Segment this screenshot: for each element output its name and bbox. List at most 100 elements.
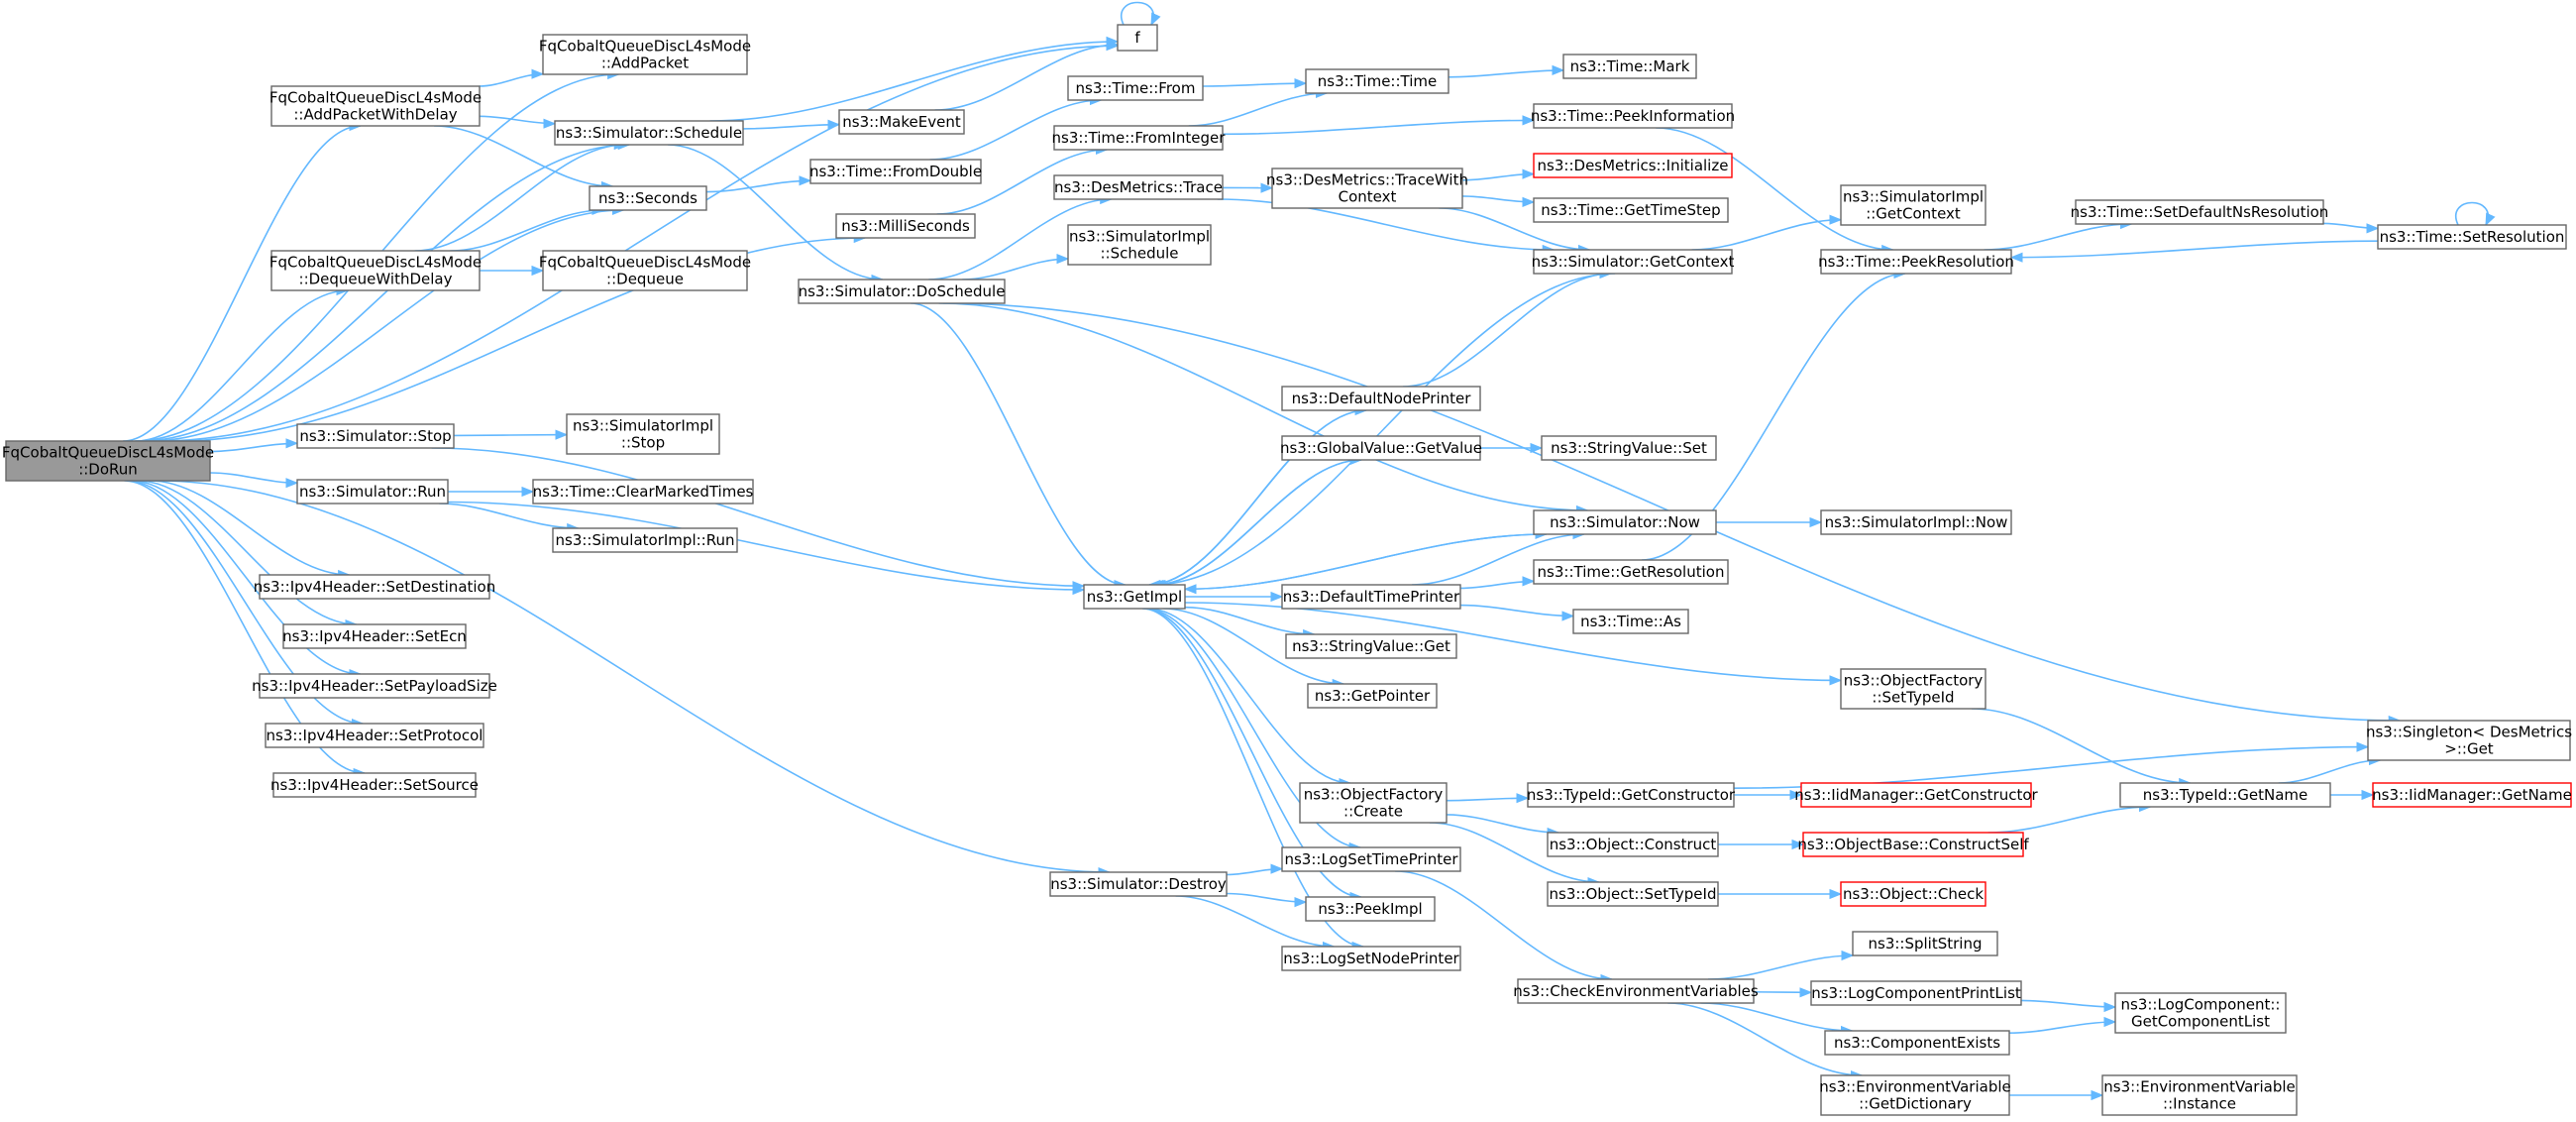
edge-logcomponentprintlist-to-getcomponentlist <box>2020 999 2117 1013</box>
node-dequeuewithdelay[interactable]: FqCobaltQueueDiscL4sMode::DequeueWithDel… <box>269 250 482 291</box>
node-stringvalueset[interactable]: ns3::StringValue::Set <box>1541 435 1717 461</box>
node-addpacket[interactable]: FqCobaltQueueDiscL4sMode::AddPacket <box>539 34 751 75</box>
node-box <box>1541 435 1717 461</box>
node-getdictionary[interactable]: ns3::EnvironmentVariable::GetDictionary <box>1819 1074 2011 1116</box>
node-defaultnodeprinter[interactable]: ns3::DefaultNodePrinter <box>1281 386 1481 411</box>
node-logcomponentprintlist[interactable]: ns3::LogComponentPrintList <box>1810 980 2022 1006</box>
node-timeas[interactable]: ns3::Time::As <box>1572 609 1689 634</box>
node-box <box>589 185 707 211</box>
node-label: ns3::Simulator::Run <box>299 483 446 501</box>
node-checkenv[interactable]: ns3::CheckEnvironmentVariables <box>1513 978 1759 1004</box>
node-schedule[interactable]: ns3::Simulator::Schedule <box>554 120 744 146</box>
node-setdefaultns[interactable]: ns3::Time::SetDefaultNsResolution <box>2071 199 2329 225</box>
node-label: ns3::Object::SetTypeId <box>1550 885 1717 903</box>
node-setresolution[interactable]: ns3::Time::SetResolution <box>2377 224 2567 250</box>
node-dequeue[interactable]: FqCobaltQueueDiscL4sMode::Dequeue <box>539 250 751 291</box>
node-getimpl[interactable]: ns3::GetImpl <box>1083 584 1186 610</box>
node-logsetnodeprinter[interactable]: ns3::LogSetNodePrinter <box>1281 946 1461 971</box>
node-dorun[interactable]: FqCobaltQueueDiscL4sMode::DoRun <box>2 440 214 482</box>
node-ipv4setpayload[interactable]: ns3::Ipv4Header::SetPayloadSize <box>252 673 497 699</box>
node-peekresolution[interactable]: ns3::Time::PeekResolution <box>1818 249 2014 275</box>
node-simrun[interactable]: ns3::Simulator::Run <box>296 479 449 505</box>
node-label: ns3::Seconds <box>598 189 698 207</box>
node-typeidgetname[interactable]: ns3::TypeId::GetName <box>2119 782 2331 808</box>
node-peekinformation[interactable]: ns3::Time::PeekInformation <box>1531 103 1735 129</box>
node-box <box>1852 931 1998 956</box>
node-label: ::Stop <box>621 434 665 452</box>
node-componentexists[interactable]: ns3::ComponentExists <box>1824 1030 2010 1056</box>
node-getresolution[interactable]: ns3::Time::GetResolution <box>1533 559 1729 585</box>
node-objectconstruct[interactable]: ns3::Object::Construct <box>1547 832 1719 857</box>
edge-getconstructor-to-singletonget <box>1733 741 2370 789</box>
node-gettimestep[interactable]: ns3::Time::GetTimeStep <box>1533 197 1729 223</box>
node-ipv4setdest[interactable]: ns3::Ipv4Header::SetDestination <box>254 574 496 600</box>
node-simstop[interactable]: ns3::Simulator::Stop <box>296 423 455 449</box>
node-stringvalueget[interactable]: ns3::StringValue::Get <box>1285 633 1457 659</box>
node-label: ns3::IidManager::GetConstructor <box>1794 786 2038 804</box>
node-getcontext[interactable]: ns3::Simulator::GetContext <box>1532 249 1735 275</box>
node-f[interactable]: f <box>1117 24 1158 52</box>
node-makeevent[interactable]: ns3::MakeEvent <box>838 109 965 135</box>
node-implrun[interactable]: ns3::SimulatorImpl::Run <box>552 527 738 553</box>
node-factorycreate[interactable]: ns3::ObjectFactory::Create <box>1299 782 1448 824</box>
node-box <box>1810 980 2022 1006</box>
node-objectsettypeid[interactable]: ns3::Object::SetTypeId <box>1547 881 1719 907</box>
node-splitstring[interactable]: ns3::SplitString <box>1852 931 1998 956</box>
edge-peekresolution-to-setdefaultns <box>1984 218 2133 251</box>
node-timefrom[interactable]: ns3::Time::From <box>1067 75 1204 101</box>
node-implnow[interactable]: ns3::SimulatorImpl::Now <box>1820 509 2012 535</box>
node-simdestroy[interactable]: ns3::Simulator::Destroy <box>1049 871 1228 897</box>
node-simnow[interactable]: ns3::Simulator::Now <box>1533 509 1717 535</box>
node-iidgetconstructor[interactable]: ns3::IidManager::GetConstructor <box>1794 782 2039 808</box>
node-box <box>1547 832 1719 857</box>
edge-dequeuewithdelay-to-schedule <box>414 139 627 252</box>
node-box <box>1840 881 1986 907</box>
node-implgetcontext[interactable]: ns3::SimulatorImpl::GetContext <box>1840 184 1986 226</box>
node-label: ns3::DefaultTimePrinter <box>1283 588 1460 606</box>
node-implstop[interactable]: ns3::SimulatorImpl::Stop <box>566 413 720 455</box>
node-peekimpl[interactable]: ns3::PeekImpl <box>1305 896 1436 922</box>
node-box <box>1067 75 1204 101</box>
node-logsettimeprinter[interactable]: ns3::LogSetTimePrinter <box>1281 846 1461 872</box>
node-fromdouble[interactable]: ns3::Time::FromDouble <box>809 159 982 184</box>
node-getpointer[interactable]: ns3::GetPointer <box>1307 683 1438 709</box>
edge-dequeuewithdelay-to-seconds <box>450 204 605 252</box>
node-label: ns3::Ipv4Header::SetDestination <box>254 578 496 596</box>
node-timemark[interactable]: ns3::Time::Mark <box>1562 54 1697 79</box>
node-constructself[interactable]: ns3::ObjectBase::ConstructSelf <box>1797 832 2029 857</box>
node-box <box>1281 584 1461 610</box>
node-ipv4setsource[interactable]: ns3::Ipv4Header::SetSource <box>270 772 479 798</box>
node-settypeid[interactable]: ns3::ObjectFactory::SetTypeId <box>1840 668 1986 710</box>
node-envinstance[interactable]: ns3::EnvironmentVariable::Instance <box>2101 1074 2298 1116</box>
node-label: ns3::GetPointer <box>1315 687 1431 705</box>
node-box <box>1840 668 1986 710</box>
node-getconstructor[interactable]: ns3::TypeId::GetConstructor <box>1527 782 1736 808</box>
node-milliseconds[interactable]: ns3::MilliSeconds <box>835 213 976 239</box>
node-implschedule[interactable]: ns3::SimulatorImpl::Schedule <box>1067 224 1212 266</box>
node-singletonget[interactable]: ns3::Singleton< DesMetrics>::Get <box>2366 720 2572 761</box>
node-seconds[interactable]: ns3::Seconds <box>589 185 707 211</box>
node-timetime[interactable]: ns3::Time::Time <box>1305 68 1449 94</box>
node-desmetricsinit[interactable]: ns3::DesMetrics::Initialize <box>1533 153 1733 178</box>
node-label: ns3::IidManager::GetName <box>2372 786 2572 804</box>
node-box <box>2119 782 2331 808</box>
node-frominteger[interactable]: ns3::Time::FromInteger <box>1052 125 1227 151</box>
node-ipv4setecn[interactable]: ns3::Ipv4Header::SetEcn <box>282 623 467 649</box>
node-ipv4setprotocol[interactable]: ns3::Ipv4Header::SetProtocol <box>265 723 484 748</box>
node-addpacketwithdelay[interactable]: FqCobaltQueueDiscL4sMode::AddPacketWithD… <box>269 85 482 127</box>
node-objectcheck[interactable]: ns3::Object::Check <box>1840 881 1986 907</box>
edge-settypeid-to-typeidgetname <box>1971 708 2192 789</box>
node-label: FqCobaltQueueDiscL4sMode <box>539 38 751 56</box>
node-defaulttimeprinter[interactable]: ns3::DefaultTimePrinter <box>1281 584 1461 610</box>
node-globalgetvalue[interactable]: ns3::GlobalValue::GetValue <box>1280 435 1482 461</box>
node-label: ::Dequeue <box>606 271 684 288</box>
node-clearmarked[interactable]: ns3::Time::ClearMarkedTimes <box>532 479 754 505</box>
node-doschedule[interactable]: ns3::Simulator::DoSchedule <box>798 279 1006 304</box>
edge-dorun-to-seconds <box>149 204 625 442</box>
node-label: ns3::CheckEnvironmentVariables <box>1513 982 1759 1000</box>
node-box <box>554 120 744 146</box>
node-desmetricstrace[interactable]: ns3::DesMetrics::Trace <box>1053 174 1224 200</box>
node-getcomponentlist[interactable]: ns3::LogComponent::GetComponentList <box>2114 992 2287 1034</box>
node-iidgetname[interactable]: ns3::IidManager::GetName <box>2372 782 2572 808</box>
